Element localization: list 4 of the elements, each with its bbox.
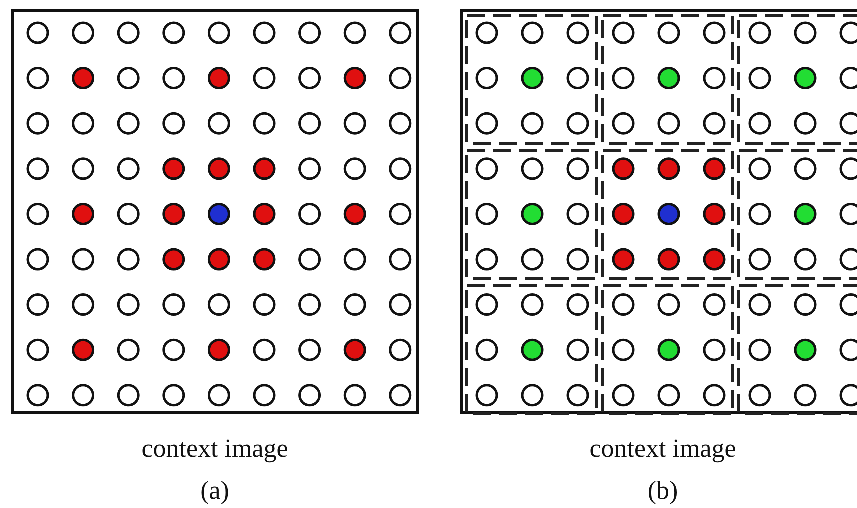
panel-label: (b) bbox=[648, 476, 678, 506]
caption: context image bbox=[590, 434, 736, 464]
panel-label: (a) bbox=[200, 476, 230, 506]
caption: context image bbox=[142, 434, 288, 464]
